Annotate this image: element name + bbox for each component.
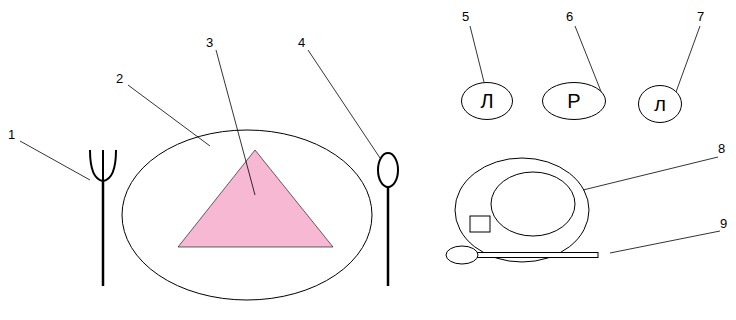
circle-letter: л (654, 94, 666, 114)
circle-letter: Р (567, 91, 580, 111)
callout-number: 1 (8, 128, 15, 141)
spoon (378, 153, 398, 286)
callout-number: 9 (720, 217, 727, 230)
callout-number: 6 (566, 10, 573, 23)
callout-number: 7 (697, 10, 704, 23)
circle-letter: Л (480, 91, 493, 111)
fork (90, 150, 116, 286)
letter-circle: Р (542, 82, 606, 120)
callout-number: 5 (462, 10, 469, 23)
teaspoon (446, 246, 598, 264)
callout-number: 8 (718, 142, 725, 155)
callout-number: 4 (298, 36, 305, 49)
napkin-triangle (178, 150, 333, 247)
leader-lines (20, 26, 720, 253)
plate (122, 130, 372, 300)
saucer (455, 158, 589, 262)
letter-circle: Л (461, 82, 513, 120)
callout-number: 3 (206, 36, 213, 49)
letter-circle: л (638, 85, 682, 123)
callout-number: 2 (116, 72, 123, 85)
